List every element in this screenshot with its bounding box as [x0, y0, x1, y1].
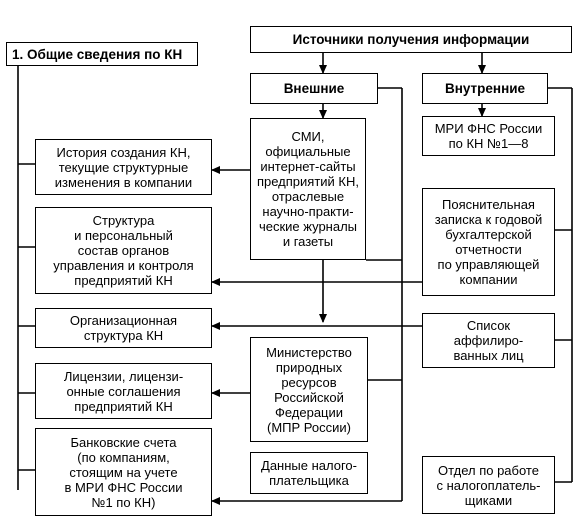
general-info-box: 1. Общие сведения по КН: [6, 42, 198, 66]
mri-source-box: МРИ ФНС России по КН №1—8: [422, 116, 555, 156]
internal-sources-box: Внутренние: [422, 73, 548, 104]
explanatory-note-box: Пояснительная записка к годовой бухгалте…: [422, 188, 555, 296]
taxpayer-data-box: Данные налого- плательщика: [250, 452, 368, 494]
affiliates-list-box: Список аффилиро- ванных лиц: [422, 313, 555, 368]
sources-header-box: Источники получения информации: [250, 26, 572, 53]
history-item-box: История создания КН, текущие структурные…: [35, 139, 212, 195]
structure-item-box: Структура и персональный состав органов …: [35, 207, 212, 294]
bank-accounts-item-box: Банковские счета (по компаниям, стоящим …: [35, 428, 212, 516]
external-sources-box: Внешние: [250, 73, 378, 104]
taxpayer-department-box: Отдел по работе с налогоплатель- щиками: [422, 456, 555, 514]
licenses-item-box: Лицензии, лицензи- онные соглашения пред…: [35, 363, 212, 419]
org-structure-item-box: Организационная структура КН: [35, 308, 212, 348]
media-source-box: СМИ, официальные интернет-сайты предприя…: [250, 118, 366, 260]
ministry-source-box: Министерство природных ресурсов Российск…: [250, 337, 368, 442]
